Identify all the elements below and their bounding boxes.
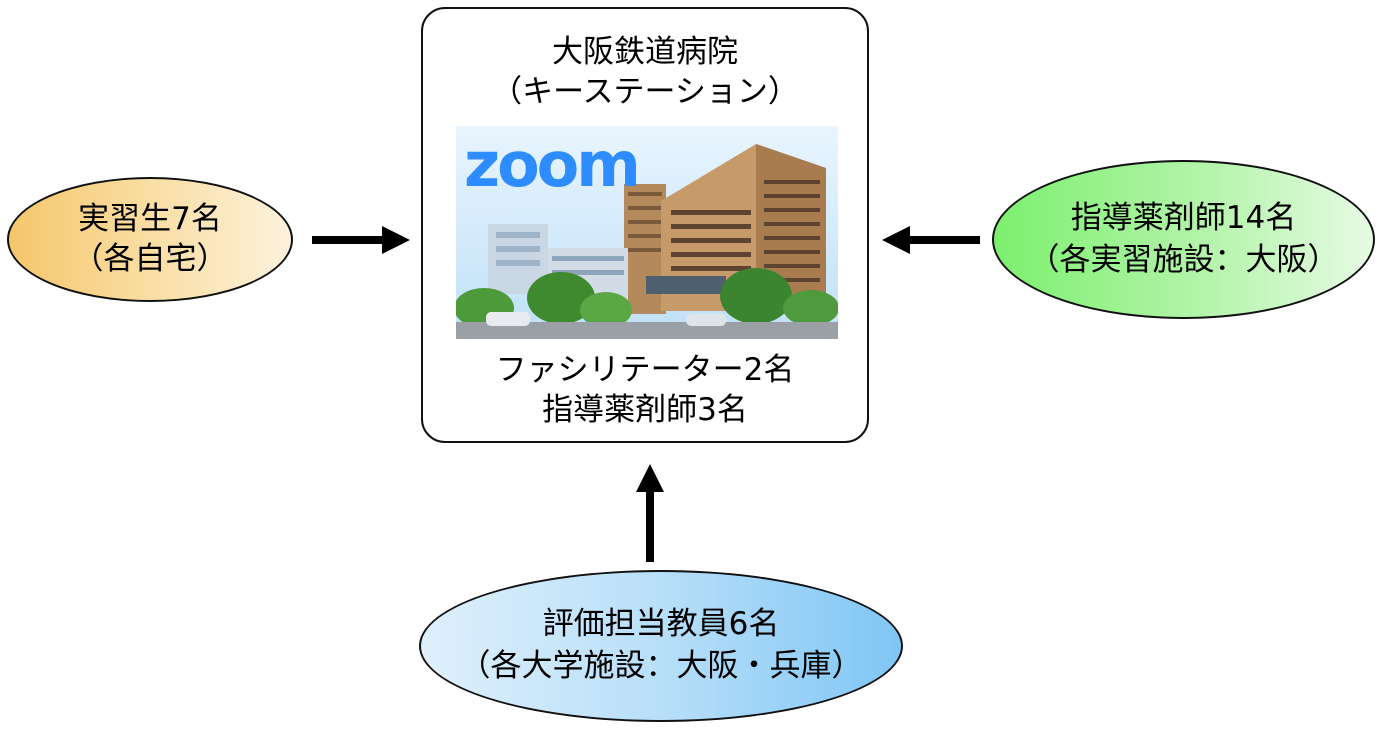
hospital-building-illustration (456, 126, 838, 339)
faculty-label: 評価担当教員6名 (542, 606, 780, 642)
arrow-right-icon (312, 226, 410, 254)
station-title: 大阪鉄道病院 (552, 34, 738, 70)
pharmacists-label: 指導薬剤師14名 (1070, 200, 1297, 236)
students-label: 実習生7名 (78, 201, 222, 237)
station-subtitle: （キーステーション） (491, 74, 799, 110)
hospital-photo: zoom (456, 126, 838, 339)
key-station-box: 大阪鉄道病院 （キーステーション） (421, 7, 869, 443)
arrow-left-icon (882, 226, 980, 254)
faculty-ellipse: 評価担当教員6名 （各大学施設：大阪・兵庫） (419, 570, 903, 722)
pharmacists-location: （各実習施設：大阪） (1028, 242, 1339, 278)
students-location: （各自宅） (72, 241, 228, 277)
pharmacist-count-center: 指導薬剤師3名 (542, 392, 748, 428)
zoom-logo: zoom (464, 128, 641, 201)
facilitator-count: ファシリテーター2名 (495, 352, 795, 388)
faculty-location: （各大学施設：大阪・兵庫） (459, 648, 863, 684)
students-ellipse: 実習生7名 （各自宅） (7, 177, 293, 302)
arrow-up-icon (636, 464, 664, 562)
pharmacists-ellipse: 指導薬剤師14名 （各実習施設：大阪） (992, 160, 1375, 319)
